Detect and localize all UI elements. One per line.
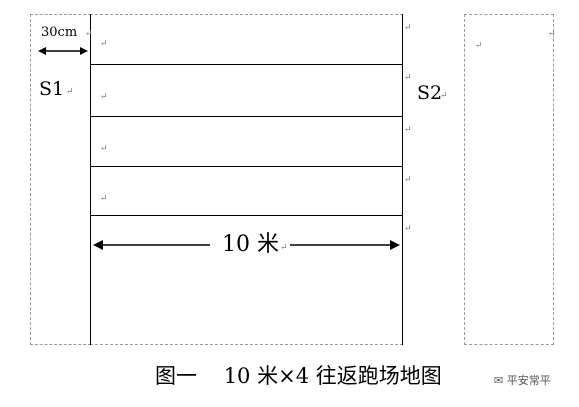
paragraph-mark: ↵ [100,144,108,154]
paragraph-mark: ↵ [440,91,448,101]
return-zone-frame [464,14,554,345]
width-marker-label: 30cm [41,25,78,40]
paragraph-mark: ↵ [404,125,412,135]
width-arrow [38,47,88,55]
figure-caption: 图一 10 米×4 往返跑场地图 [155,364,442,388]
paragraph-mark: ↵ [404,175,412,185]
paragraph-mark: ↵ [475,41,483,51]
paragraph-mark: ↵ [548,29,556,39]
distance-label: 10 米 [220,232,281,257]
paragraph-mark: ↵ [85,29,93,39]
wechat-icon: ✉ [494,374,504,387]
lane-divider [90,166,403,167]
lane-divider [90,64,403,65]
watermark-text: 平安常平 [506,374,551,387]
paragraph-mark: ↵ [404,73,412,83]
end-line [402,14,403,345]
watermark: ✉ 平安常平 [494,372,551,388]
paragraph-mark: ↵ [100,92,108,102]
paragraph-mark: ↵ [100,194,108,204]
paragraph-mark: ↵ [404,23,412,33]
paragraph-mark: ↵ [100,39,108,49]
paragraph-mark: ↵ [280,243,288,253]
paragraph-mark: ↵ [66,87,74,97]
lane-divider [90,116,403,117]
lane-divider [90,215,403,216]
end-line-label: S2 [417,82,443,104]
start-line [90,14,91,345]
start-line-label: S1 [39,78,65,100]
paragraph-mark: ↵ [404,224,412,234]
distance-arrow [93,240,400,250]
